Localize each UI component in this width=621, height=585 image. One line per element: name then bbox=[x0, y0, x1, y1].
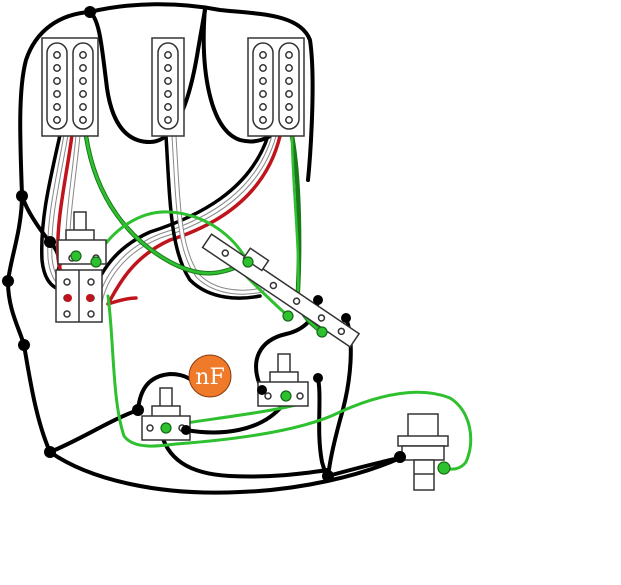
solder-joint bbox=[2, 275, 14, 287]
bridge-pole-pieces bbox=[259, 51, 293, 124]
capacitor: nF bbox=[188, 354, 232, 398]
solder-joint bbox=[18, 339, 30, 351]
solder-joint-hot bbox=[437, 461, 451, 475]
ground-wire-bottom bbox=[48, 450, 402, 495]
solder-joint bbox=[44, 236, 56, 248]
neck-lead-black bbox=[39, 133, 64, 292]
solder-joint-hot bbox=[282, 310, 294, 322]
hot-wires bbox=[83, 133, 473, 471]
solder-joint bbox=[394, 451, 406, 463]
solder-joint bbox=[132, 404, 144, 416]
pushpull-to-switch-arc bbox=[92, 210, 250, 264]
solder-joint bbox=[257, 385, 267, 395]
bridge-lead-white-core bbox=[98, 134, 276, 304]
ground-wire-top-right bbox=[88, 2, 315, 182]
switch-lugs bbox=[221, 249, 346, 336]
ground-wire-jack bbox=[326, 456, 402, 478]
neck-hot-wire-core bbox=[84, 134, 250, 275]
solder-joint bbox=[313, 373, 323, 383]
pushpull-to-volume-wire bbox=[106, 294, 473, 471]
solder-joint bbox=[181, 425, 191, 435]
ground-solder-joints bbox=[2, 6, 406, 482]
solder-joint bbox=[16, 190, 28, 202]
hot-solder-joints bbox=[70, 250, 451, 475]
capacitor-body bbox=[188, 354, 232, 398]
solder-joint-hot bbox=[316, 326, 328, 338]
middle-lead-black bbox=[164, 134, 262, 300]
solder-joint-red bbox=[86, 294, 94, 302]
solder-joint-hot bbox=[70, 250, 82, 262]
ground-wire-outer-left bbox=[6, 10, 92, 454]
middle-pole-pieces bbox=[164, 51, 172, 124]
selector-switch bbox=[201, 233, 361, 349]
push-pull-pot bbox=[55, 211, 107, 323]
ground-wire-tone-right bbox=[316, 376, 330, 479]
solder-joint-hot bbox=[280, 390, 292, 402]
bridge-lead-red bbox=[106, 134, 282, 306]
solder-joint-hot bbox=[90, 256, 102, 268]
solder-joint bbox=[322, 470, 334, 482]
solder-joint bbox=[313, 295, 323, 305]
solder-joint bbox=[341, 313, 351, 323]
ground-wire-volume-out bbox=[158, 426, 330, 479]
output-jack bbox=[397, 413, 449, 491]
solder-joint-hot bbox=[160, 422, 172, 434]
red-solder-joints bbox=[64, 294, 94, 302]
ground-wire-to-volume bbox=[48, 408, 140, 454]
solder-joint-hot bbox=[242, 256, 254, 268]
solder-joint bbox=[84, 6, 96, 18]
ground-wire-top-loop bbox=[88, 5, 208, 144]
solder-joint-red bbox=[64, 294, 72, 302]
capacitor-label: nF bbox=[195, 365, 224, 390]
middle-single-coil bbox=[151, 37, 185, 137]
bridge-humbucker bbox=[247, 37, 305, 137]
neck-pole-pieces bbox=[53, 51, 87, 124]
solder-joint bbox=[44, 446, 56, 458]
neck-humbucker bbox=[41, 37, 99, 137]
